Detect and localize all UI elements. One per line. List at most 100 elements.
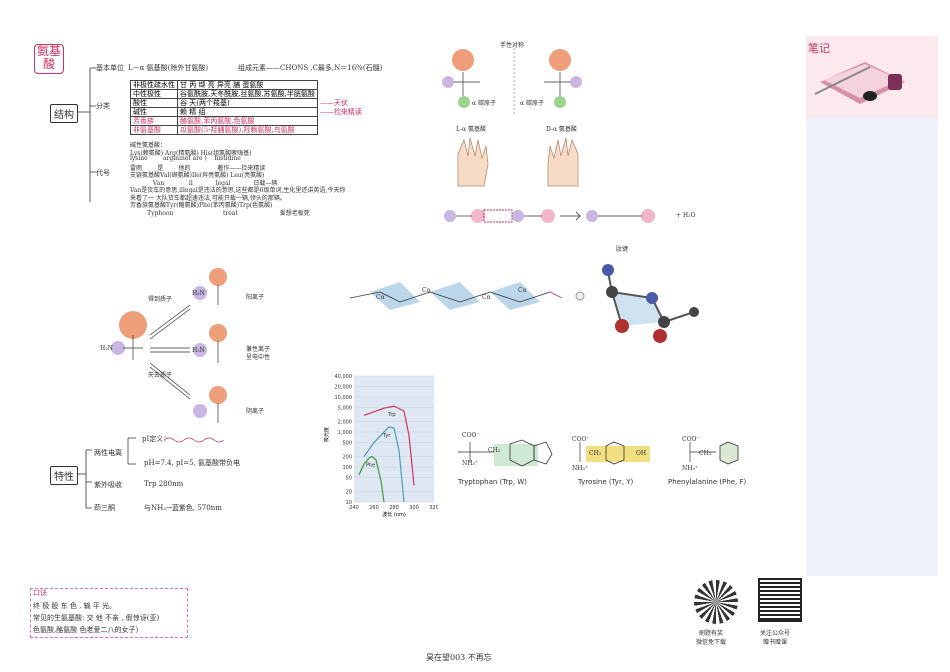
peptide-chain <box>349 282 563 310</box>
classification-name: 非极性疏水性 <box>130 80 178 90</box>
chart-y-tick: 50 <box>346 476 352 482</box>
peptide-ca-4: Cα <box>518 287 527 294</box>
classification-note: ——天伏 <box>319 99 348 107</box>
gain-proton-label: 得到质子 <box>148 296 173 303</box>
code-line: 来看了一 大队货车都超速违法,可能只载一辆,领头的那辆。 <box>130 194 286 202</box>
mnemonic-box: 口诀 终 极 股 东 色 , 输 平 光。 常见的生氨基酸: 交 他 不亲 , … <box>30 588 188 638</box>
h3n-label-1: H₃N <box>192 290 205 297</box>
zwitterion-label: 兼性离子 <box>246 346 271 353</box>
chart-y-label: 吸光度 <box>324 427 330 442</box>
classification-note <box>317 126 364 135</box>
classification-name: 非氨基酸 <box>130 125 178 135</box>
h2n-label: H₂N <box>100 345 113 352</box>
chart-y-tick: 40,000 <box>335 374 353 380</box>
chart-x-tick: 240 <box>349 505 359 511</box>
classification-row: 碱性赖 精 组——捡来精读 <box>130 107 365 117</box>
topic-title-text: 氨基酸 <box>37 44 62 71</box>
l-amino-label: L-α 氨基酸 <box>456 126 486 133</box>
classification-members: 谷氨酰胺,天冬酰胺,丝氨酸,苏氨酸,半胱氨酸 <box>177 89 318 99</box>
chart-x-label: 波长 (nm) <box>382 511 406 518</box>
mnemonic-line-2: 常见的生氨基酸: 交 他 不亲 , 假惊讶(亚) <box>33 614 160 622</box>
chart-y-tick: 200 <box>342 454 352 460</box>
topic-title: 氨基酸 <box>34 44 64 74</box>
code-line: Lys(赖氨酸) Arg(精氨酸) His(组氨酸嗽嗨基) <box>130 149 252 157</box>
amphoteric-label: 两性电离 <box>94 449 122 457</box>
chart-plot-area <box>354 376 434 502</box>
section-properties: 特性 <box>50 466 78 485</box>
code-line: 雷雨 是 他的 著作——捡来精读 <box>130 164 266 172</box>
code-label: 代号 <box>96 169 110 177</box>
notes-label: 笔记 <box>808 42 830 55</box>
classification-note <box>317 117 364 126</box>
peptide-ca-2: Cα <box>422 287 431 294</box>
trp-nh3: NH₃⁺ <box>462 460 479 467</box>
official-account-qr[interactable] <box>758 578 802 622</box>
ninhydrin-value: 与NH₃→蓝紫色, 570nm <box>144 504 222 512</box>
classification-label: 分类 <box>96 102 110 110</box>
mnemonic-line-1: 终 极 股 东 色 , 输 平 光。 <box>33 602 117 610</box>
basic-unit-text: L－α 氨基酸(除外甘氨酸) <box>128 64 209 72</box>
water-product: + H₂O <box>676 212 696 219</box>
phe-coo: COO⁻ <box>682 436 700 443</box>
zwitterion-neutral-label: 呈电中性 <box>246 354 271 361</box>
notes-sidebar <box>806 36 938 576</box>
chart-x-tick: 260 <box>369 505 379 511</box>
chart-y-tick: 1,000 <box>338 430 352 436</box>
d-amino-label: D-α 氨基酸 <box>546 126 577 133</box>
classification-members: 酪氨酸,苯丙氨酸,色氨酸 <box>177 116 318 126</box>
chart-y-tick: 20,000 <box>335 385 353 391</box>
chart-x-tick: 320 <box>429 505 438 511</box>
ball-stick-model <box>575 264 699 343</box>
uv-absorption-chart: 40,00020,00010,0005,0002,0001,0005002001… <box>324 374 438 518</box>
tryptophan-label: Tryptophan (Trp, W) <box>458 478 527 486</box>
code-line: Van是货车的意思,illegal是违法的意思,这些都是6级单词,生化里还讲英语… <box>130 187 346 194</box>
tyr-ch2: CH₂ <box>589 450 602 457</box>
classification-members: 谷 天(两个羧基) <box>177 98 318 108</box>
tyr-nh3: NH₃⁺ <box>572 465 589 472</box>
alpha-carbon-label-right: α 碳原子 <box>520 100 544 107</box>
hands-illustration <box>457 137 579 187</box>
classification-row: 中性极性谷氨酰胺,天冬酰胺,丝氨酸,苏氨酸,半胱氨酸 <box>130 89 365 99</box>
chart-series-label: Phe <box>366 462 375 468</box>
classification-row: 芳香族酪氨酸,苯丙氨酸,色氨酸 <box>130 116 365 126</box>
chart-y-tick: 100 <box>342 465 352 471</box>
notes-stationery-illustration <box>814 62 905 104</box>
elements-text: 组成元素——CHONS ,C最多,N＝16%(石髓) <box>238 64 383 72</box>
structure-bracket <box>78 67 96 202</box>
chart-series-label: Trp <box>387 412 396 418</box>
chart-series-line-tyr <box>363 426 405 503</box>
trp-coo: COO⁻ <box>462 432 480 439</box>
qr1-caption: 刷题有奖 微信免下载 <box>696 630 727 646</box>
mnemonic-line-3: 色氨酸,酪氨酸 色老爱二八的女子) <box>33 626 139 634</box>
ionization-diagram <box>111 268 227 423</box>
alpha-carbon-label-left: α 碳原子 <box>472 100 496 107</box>
chart-series-line-phe <box>358 455 385 503</box>
cation-label: 阳离子 <box>246 294 265 301</box>
uv-label: 紫外吸收 <box>94 481 122 489</box>
chart-series-label: Tyr <box>382 433 391 439</box>
pi-example: pH=7.4, pI=5, 氨基酸带负电 <box>144 459 241 467</box>
classification-members: 瓜氨酸(5-羟脯氨酸),羟赖氨酸,鸟氨酸 <box>177 125 318 135</box>
classification-table: 非极性疏水性甘 丙 缬 亮 异亮 脯 蛋氨酸中性极性谷氨酰胺,天冬酰胺,丝氨酸,… <box>130 80 365 135</box>
tyr-coo: COO⁻ <box>572 436 590 443</box>
code-line: 支链氨基酸Val(缬氨酸)Ile(异亮氨酸) Leu(亮氨酸) <box>130 172 265 179</box>
qr2-caption: 关注公众号 赠书赠课 <box>760 630 791 646</box>
chart-x-tick: 300 <box>409 505 419 511</box>
classification-row: 非极性疏水性甘 丙 缬 亮 异亮 脯 蛋氨酸 <box>130 80 365 90</box>
chart-x-tick: 280 <box>389 505 399 511</box>
classification-note: ——捡来精读 <box>319 108 362 116</box>
classification-row: 酸性谷 天(两个羧基)——天伏 <box>130 98 365 108</box>
mini-program-code[interactable] <box>694 580 738 624</box>
code-line: 芳香族氨基酸Tyr(酪氨酸)Phe(苯丙氨酸)Trp(色氨酸) <box>130 202 273 209</box>
phe-ch2: CH₂ <box>699 450 712 457</box>
classification-name: 芳香族 <box>130 116 178 126</box>
peptide-bond-reaction <box>444 209 655 223</box>
section-structure: 结构 <box>50 104 78 123</box>
ninhydrin-label: 茚三酮 <box>94 504 115 512</box>
page-footer: 昊在望003 不再忘 <box>426 653 492 662</box>
tryptophan-structure <box>458 439 553 467</box>
phe-nh3: NH₃⁺ <box>682 465 699 472</box>
phenylalanine-structure <box>689 441 739 465</box>
anion-label: 阴离子 <box>246 408 265 415</box>
h3n-label-2: H₃N <box>192 347 205 354</box>
